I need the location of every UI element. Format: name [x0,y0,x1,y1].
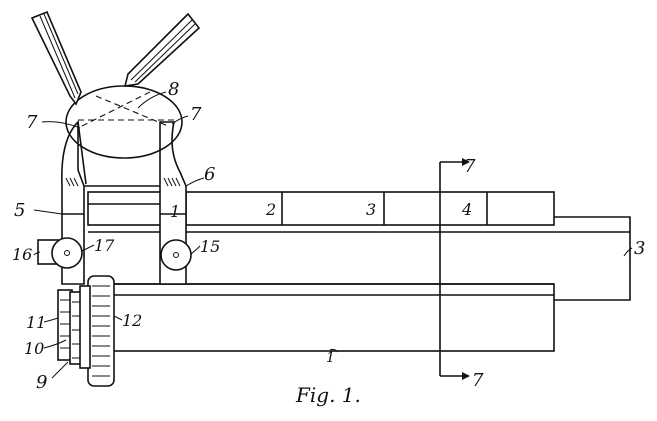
numeral-3-rod: 3 [634,238,645,259]
numeral-16: 16 [12,245,32,264]
numeral-1-bar: 1 [326,350,335,366]
numeral-11: 11 [26,313,46,332]
pencil-right-icon [123,12,201,87]
numeral-15: 15 [200,237,220,256]
scale-bar-body [87,191,555,226]
lower-bar-1 [99,283,555,352]
numeral-7-section-top: 7 [464,156,476,177]
leader-lines [33,91,633,379]
numeral-5: 5 [14,200,25,221]
knob-17 [37,237,83,269]
numeral-6: 6 [204,164,215,185]
numeral-10: 10 [24,339,44,358]
pencil-left-icon [30,10,82,106]
scale-bar [87,191,555,226]
section-line-7-7 [439,158,470,380]
reference-numerals: 7 7 8 6 5 16 17 15 3 7 7 11 10 9 12 1 [12,79,645,393]
figure-caption: Fig. 1. [295,383,361,407]
numeral-8: 8 [168,79,179,100]
numeral-12: 12 [122,311,142,330]
knob-15 [160,239,192,271]
scale-label-1: 1 [170,202,180,221]
scale-labels: 1 2 3 4 [170,200,472,221]
scale-label-4: 4 [461,200,472,219]
scale-label-3: 3 [366,200,376,219]
gear-assembly-9-10-11 [57,285,91,369]
numeral-9: 9 [36,372,47,393]
numeral-7-right: 7 [190,104,202,125]
numeral-7-section-bottom: 7 [472,370,484,391]
sighting-ellipse-8 [65,85,183,159]
scale-label-2: 2 [265,200,276,219]
wheel-12 [87,275,115,387]
numeral-17: 17 [94,236,115,255]
numeral-7-left: 7 [26,112,38,133]
